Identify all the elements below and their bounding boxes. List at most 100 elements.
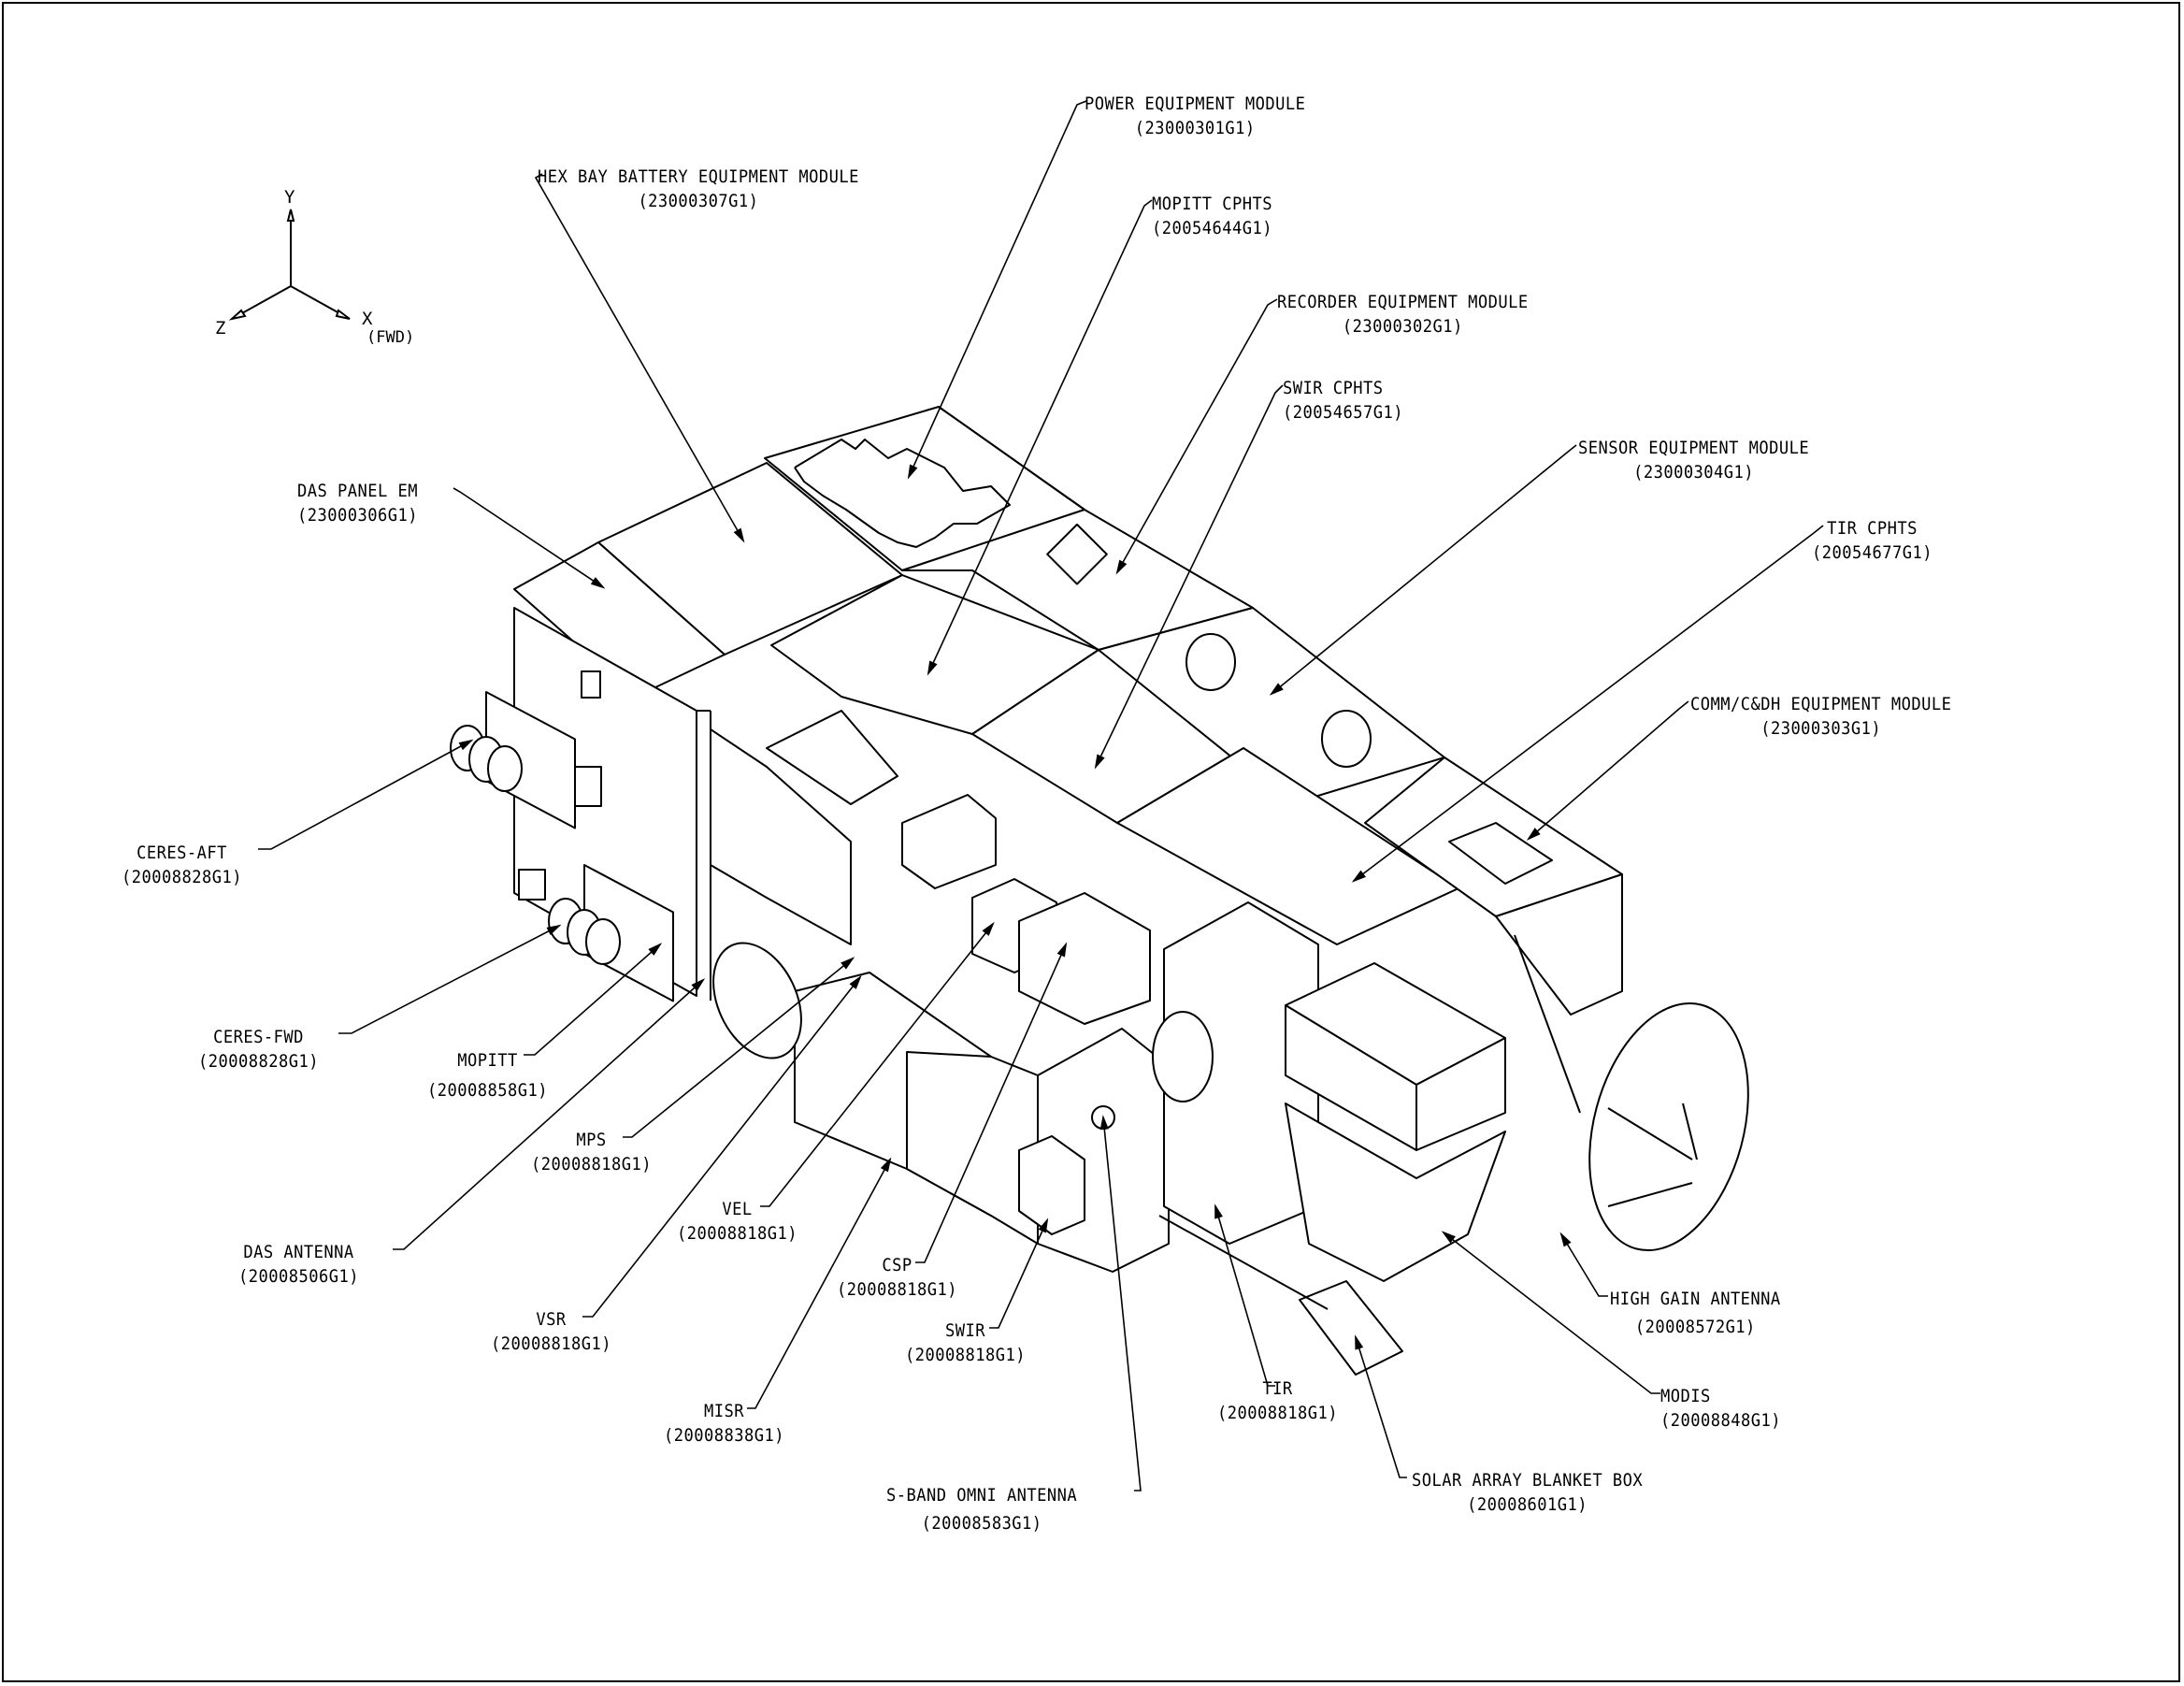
callout-part-number: (20054657G1) bbox=[1283, 402, 1403, 423]
callout-part-number: (20054677G1) bbox=[1812, 542, 1933, 563]
leader-line-ceres-fwd bbox=[338, 926, 559, 1033]
das-antenna-dish bbox=[696, 929, 818, 1072]
leader-arrowhead-vel bbox=[984, 924, 993, 935]
leader-line-power-equipment-module bbox=[909, 101, 1086, 477]
leader-arrowhead-s-band-omni-antenna bbox=[1101, 1117, 1108, 1129]
leader-arrowhead-mopitt-cphts bbox=[928, 662, 936, 673]
callout-name: SENSOR EQUIPMENT MODULE bbox=[1578, 438, 1810, 458]
leader-line-swir bbox=[989, 1220, 1047, 1328]
leader-lines bbox=[258, 101, 1823, 1491]
axis-z-label: Z bbox=[215, 318, 226, 339]
leader-arrowhead-recorder-equipment-module bbox=[1117, 561, 1126, 572]
leader-arrowhead-tir bbox=[1215, 1206, 1222, 1218]
callout-part-number: (20008838G1) bbox=[664, 1425, 784, 1446]
callout-tir: TIR (20008818G1) bbox=[1217, 1376, 1338, 1425]
callout-recorder-equipment-module: RECORDER EQUIPMENT MODULE (23000302G1) bbox=[1277, 290, 1529, 339]
callout-vel: VEL (20008818G1) bbox=[677, 1197, 797, 1246]
mopitt-box bbox=[711, 729, 851, 944]
leader-arrowhead-sensor-equipment-module bbox=[1272, 684, 1283, 694]
hga-strut-1 bbox=[1608, 1108, 1692, 1160]
callout-ceres-fwd: CERES-FWD (20008828G1) bbox=[198, 1025, 319, 1074]
leader-line-vsr bbox=[582, 977, 860, 1317]
leader-line-mopitt-cphts bbox=[928, 200, 1152, 673]
callout-name: VSR bbox=[536, 1309, 567, 1330]
das-small-box-3 bbox=[582, 671, 600, 698]
callout-mopitt: MOPITT (20008858G1) bbox=[427, 1045, 548, 1105]
leader-line-sensor-equipment-module bbox=[1272, 445, 1576, 694]
leader-arrowhead-swir-cphts bbox=[1096, 756, 1103, 767]
leader-line-comm-cdh-equipment-module bbox=[1529, 701, 1688, 839]
axis-y-arrow bbox=[288, 209, 294, 221]
callout-part-number: (20008601G1) bbox=[1467, 1494, 1588, 1515]
callout-name: TIR CPHTS bbox=[1827, 518, 1918, 539]
tir-cylinder bbox=[1153, 1012, 1213, 1102]
callout-swir: SWIR (20008818G1) bbox=[905, 1319, 1026, 1367]
callout-part-number: (23000303G1) bbox=[1760, 718, 1882, 739]
callout-name: HIGH GAIN ANTENNA bbox=[1610, 1289, 1781, 1309]
callout-part-number: (23000304G1) bbox=[1633, 462, 1755, 483]
ceres-fwd-instrument bbox=[549, 865, 673, 1002]
leader-line-ceres-aft bbox=[258, 741, 471, 849]
leader-line-tir bbox=[1215, 1206, 1275, 1386]
callout-name: TIR bbox=[1262, 1378, 1293, 1399]
ceres-aft-instrument bbox=[451, 692, 575, 829]
callout-name: S-BAND OMNI ANTENNA bbox=[886, 1485, 1078, 1506]
callout-part-number: (20008583G1) bbox=[921, 1513, 1042, 1534]
callout-hex-bay-battery-equipment-module: HEX BAY BATTERY EQUIPMENT MODULE (230003… bbox=[538, 165, 859, 213]
power-module-cutout bbox=[795, 440, 1010, 547]
leader-line-hex-bay-battery-equipment-module bbox=[536, 174, 743, 540]
callout-part-number: (23000306G1) bbox=[297, 505, 418, 526]
leader-line-high-gain-antenna bbox=[1561, 1234, 1608, 1296]
callout-s-band-omni-antenna: S-BAND OMNI ANTENNA (20008583G1) bbox=[886, 1481, 1077, 1537]
axis-x-arrow bbox=[337, 310, 350, 319]
callout-part-number: (20054644G1) bbox=[1152, 218, 1272, 238]
callout-name: CERES-AFT bbox=[136, 843, 227, 863]
callout-comm-cdh-equipment-module: COMM/C&DH EQUIPMENT MODULE (23000303G1) bbox=[1690, 692, 1951, 741]
leader-line-swir-cphts bbox=[1096, 385, 1283, 767]
solar-array-boom bbox=[1159, 1216, 1328, 1309]
leader-arrowhead-hex-bay-battery-equipment-module bbox=[735, 529, 743, 540]
solar-array-blanket-box bbox=[1300, 1281, 1402, 1375]
callout-swir-cphts: SWIR CPHTS (20054657G1) bbox=[1283, 376, 1403, 425]
callout-part-number: (20008818G1) bbox=[531, 1154, 652, 1174]
callout-part-number: (20008818G1) bbox=[1217, 1403, 1338, 1423]
callout-name: HEX BAY BATTERY EQUIPMENT MODULE bbox=[538, 166, 859, 187]
leader-line-csp bbox=[915, 944, 1066, 1262]
leader-arrowhead-ceres-aft bbox=[460, 741, 471, 749]
leader-line-modis bbox=[1444, 1232, 1660, 1393]
callout-part-number: (20008818G1) bbox=[905, 1345, 1026, 1365]
leader-arrowhead-power-equipment-module bbox=[909, 466, 916, 477]
axis-x-label: X bbox=[362, 309, 373, 329]
leader-line-vel bbox=[760, 924, 993, 1206]
leader-arrowhead-ceres-fwd bbox=[548, 926, 559, 934]
das-small-box-2 bbox=[519, 870, 545, 900]
callout-name: MISR bbox=[703, 1401, 744, 1421]
leader-arrowhead-modis bbox=[1444, 1232, 1455, 1242]
leader-arrowhead-vsr bbox=[851, 977, 860, 988]
axis-triad bbox=[232, 209, 350, 319]
recorder-square-panel bbox=[1047, 525, 1107, 584]
leader-arrowhead-csp bbox=[1058, 944, 1066, 956]
callout-part-number: (23000302G1) bbox=[1342, 316, 1463, 337]
das-small-box-1 bbox=[575, 767, 601, 806]
callout-name: CERES-FWD bbox=[213, 1027, 304, 1047]
high-gain-antenna-dish bbox=[1564, 986, 1774, 1268]
callout-name: DAS PANEL EM bbox=[297, 481, 418, 501]
axis-y-label: Y bbox=[284, 187, 295, 208]
leader-line-tir-cphts bbox=[1354, 526, 1823, 881]
leader-line-das-panel-em bbox=[453, 488, 603, 587]
leader-arrowhead-tir-cphts bbox=[1354, 872, 1365, 881]
leader-arrowhead-high-gain-antenna bbox=[1561, 1234, 1570, 1246]
callout-part-number: (20008818G1) bbox=[491, 1333, 611, 1354]
callout-misr: MISR (20008838G1) bbox=[664, 1399, 784, 1448]
callout-high-gain-antenna: HIGH GAIN ANTENNA (20008572G1) bbox=[1610, 1285, 1781, 1341]
callout-sensor-equipment-module: SENSOR EQUIPMENT MODULE (23000304G1) bbox=[1578, 436, 1809, 484]
hga-strut-3 bbox=[1608, 1183, 1692, 1206]
mps-box bbox=[902, 795, 996, 888]
hga-strut-2 bbox=[1683, 1103, 1697, 1160]
callout-csp: CSP (20008818G1) bbox=[837, 1253, 957, 1302]
callout-name: SWIR CPHTS bbox=[1283, 378, 1384, 398]
callout-part-number: (23000307G1) bbox=[638, 191, 759, 211]
